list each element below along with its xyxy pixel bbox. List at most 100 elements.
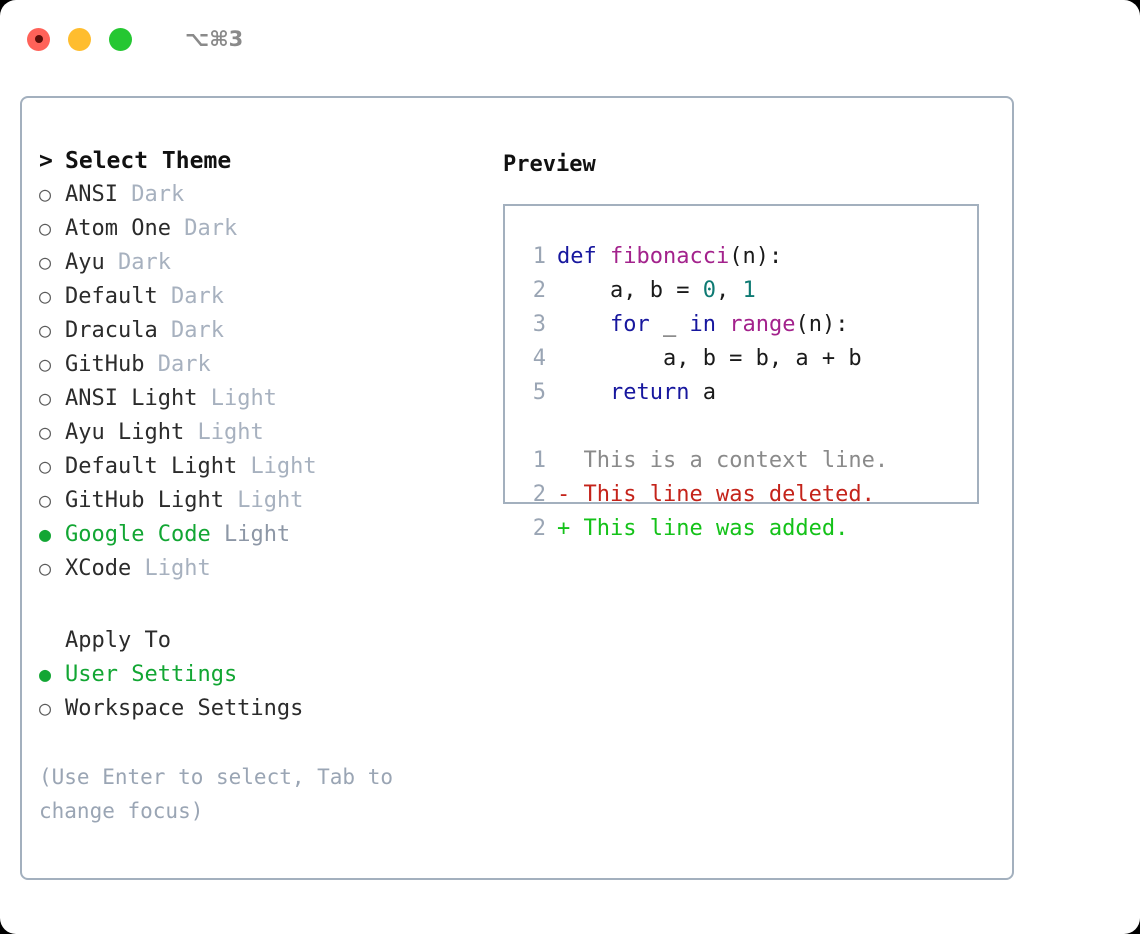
theme-option-github-light[interactable]: ○ GitHub Light Light (39, 488, 479, 522)
theme-option-label: XCode (65, 556, 132, 581)
diff-line-deleted: 2- This line was deleted. (505, 482, 977, 516)
diff-text: This line was added. (583, 516, 849, 541)
theme-variant-label: Dark (131, 182, 185, 207)
theme-option-label: Ayu (65, 250, 105, 275)
theme-option-label: GitHub (65, 352, 145, 377)
radio-selected-icon: ● (39, 662, 52, 686)
theme-option-xcode[interactable]: ○XCode Light (39, 556, 479, 590)
code-token: fibonacci (609, 244, 730, 269)
theme-option-default-light[interactable]: ○Default Light Light (39, 454, 479, 488)
window-controls (27, 27, 132, 51)
code-token: (n): (795, 312, 849, 337)
theme-picker-header: > Select Theme (39, 148, 479, 182)
radio-unselected-icon: ○ (39, 182, 52, 206)
theme-variant-label: Light (237, 488, 304, 513)
theme-variant-label: Dark (184, 216, 238, 241)
spacer (171, 216, 184, 241)
theme-variant-label: Dark (157, 352, 211, 377)
theme-variant-label: Light (223, 522, 291, 547)
main-panel: >Select Theme ○ANSI Dark ○Atom One Dark … (20, 96, 1014, 880)
blank-bullet-icon: ○ (39, 628, 65, 652)
diff-line-context: 1 This is a context line. (505, 448, 977, 482)
spacer (570, 448, 583, 473)
diff-marker: + (557, 516, 571, 541)
code-token (557, 380, 610, 405)
theme-option-default-dark[interactable]: ○Default Dark (39, 284, 479, 318)
preview-title: Preview (503, 152, 596, 177)
apply-to-option-workspace-settings[interactable]: ○ Workspace Settings (39, 696, 479, 730)
theme-option-dracula-dark[interactable]: ○Dracula Dark (39, 318, 479, 352)
theme-variant-label: Light (144, 556, 211, 581)
spacer (211, 522, 224, 547)
code-token: a, b = (557, 278, 703, 303)
theme-option-label: Atom One (65, 216, 171, 241)
minimize-button[interactable] (68, 27, 91, 51)
theme-option-label: ANSI (65, 182, 118, 207)
theme-variant-label: Light (197, 420, 264, 445)
code-token: in (689, 312, 716, 337)
radio-selected-icon: ● (39, 522, 52, 546)
line-number: 1 (532, 448, 546, 473)
radio-unselected-icon: ○ (39, 488, 52, 512)
line-number: 4 (532, 346, 546, 371)
line-number: 1 (532, 244, 546, 269)
theme-option-ansi-dark[interactable]: ○ ANSI Dark (39, 182, 479, 216)
code-token: range (729, 312, 796, 337)
theme-variant-label: Dark (118, 250, 171, 275)
spacer (144, 352, 157, 377)
code-token: a (689, 380, 716, 405)
radio-unselected-icon: ○ (39, 250, 52, 274)
spacer (158, 318, 171, 343)
theme-option-label: Google Code (65, 522, 211, 547)
code-token: 1 (742, 278, 756, 303)
diff-line-added: 2 + This line was added. (505, 516, 977, 550)
theme-option-google-code[interactable]: ● Google Code Light (39, 522, 479, 556)
code-blank-line (505, 414, 977, 448)
diff-marker: - (557, 482, 571, 507)
theme-option-ayu-dark[interactable]: ○ Ayu Dark (39, 250, 479, 284)
radio-unselected-icon: ○ (39, 216, 52, 240)
theme-option-label: Ayu Light (65, 420, 185, 445)
section-divider (39, 590, 479, 628)
spacer (184, 420, 197, 445)
diff-text: This is a context line. (583, 448, 889, 473)
theme-picker-header-label: Select Theme (65, 148, 232, 174)
radio-unselected-icon: ○ (39, 696, 52, 720)
code-token: return (609, 380, 690, 405)
code-token: a, b = b, a + b (557, 346, 862, 371)
theme-variant-label: Light (210, 386, 277, 411)
close-button[interactable] (27, 27, 50, 51)
code-line: 3 for _ in range(n): (505, 312, 977, 346)
apply-to-option-user-settings[interactable]: ●User Settings (39, 662, 479, 696)
theme-option-ansi-light[interactable]: ○ANSI Light Light (39, 386, 479, 420)
radio-unselected-icon: ○ (39, 352, 52, 376)
theme-option-atom-one-dark[interactable]: ○ Atom One Dark (39, 216, 479, 250)
line-number: 2 (532, 482, 546, 507)
theme-option-github-dark[interactable]: ○ GitHub Dark (39, 352, 479, 386)
theme-option-label: Default (65, 284, 158, 309)
radio-unselected-icon: ○ (39, 318, 52, 342)
line-number: 3 (532, 312, 546, 337)
line-number: 2 (532, 516, 546, 541)
spacer (105, 250, 118, 275)
spacer (237, 454, 250, 479)
theme-option-label: Default Light (65, 454, 238, 479)
theme-option-label: GitHub Light (65, 488, 224, 513)
radio-unselected-icon: ○ (39, 420, 52, 444)
line-number: 5 (532, 380, 546, 405)
line-number: 2 (532, 278, 546, 303)
radio-unselected-icon: ○ (39, 284, 52, 308)
theme-option-ayu-light[interactable]: ○ Ayu Light Light (39, 420, 479, 454)
code-token: for (609, 312, 650, 337)
radio-unselected-icon: ○ (39, 454, 52, 478)
code-token: (n): (729, 244, 783, 269)
code-line: 2 a, b = 0, 1 (505, 278, 977, 312)
spacer (224, 488, 237, 513)
apply-to-option-label: Workspace Settings (65, 696, 304, 721)
maximize-button[interactable] (109, 27, 132, 51)
prompt-caret-icon: > (39, 148, 53, 174)
keyboard-shortcut-label: ⌥⌘3 (185, 27, 244, 51)
